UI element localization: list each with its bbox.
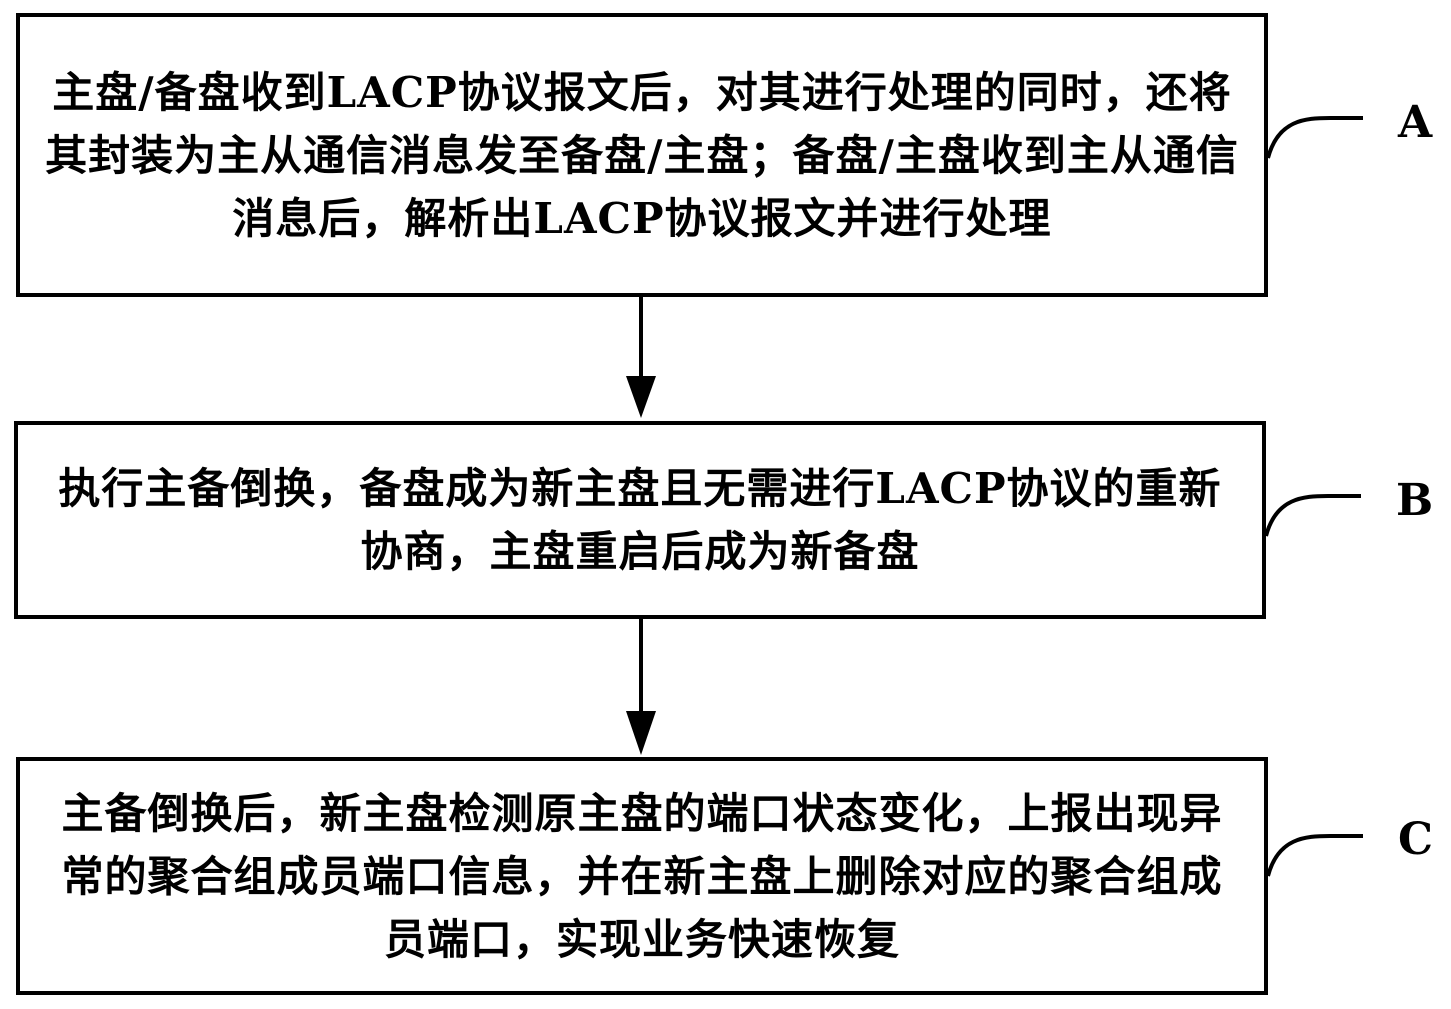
leader-line-c <box>1266 834 1363 877</box>
arrow-a-to-b-head <box>626 376 656 418</box>
arrow-b-to-c-head <box>626 711 656 755</box>
step-c-text: 主备倒换后，新主盘检测原主盘的端口状态变化，上报出现异常的聚合组成员端口信息，并… <box>61 788 1223 964</box>
step-b-text: 执行主备倒换，备盘成为新主盘且无需进行LACP协议的重新协商，主盘重启后成为新备… <box>58 464 1222 576</box>
step-a-text: 主盘/备盘收到LACP协议报文后，对其进行处理的同时，还将其封装为主从通信消息发… <box>45 67 1239 243</box>
leader-line-a <box>1266 116 1363 159</box>
step-b-label: B <box>1396 475 1434 526</box>
step-a-box: 主盘/备盘收到LACP协议报文后，对其进行处理的同时，还将其封装为主从通信消息发… <box>16 13 1268 297</box>
step-a-label: A <box>1398 97 1433 148</box>
step-c-box: 主备倒换后，新主盘检测原主盘的端口状态变化，上报出现异常的聚合组成员端口信息，并… <box>16 757 1268 995</box>
step-c-label: C <box>1398 814 1434 865</box>
leader-line-b <box>1264 494 1361 537</box>
step-b-box: 执行主备倒换，备盘成为新主盘且无需进行LACP协议的重新协商，主盘重启后成为新备… <box>14 421 1266 619</box>
